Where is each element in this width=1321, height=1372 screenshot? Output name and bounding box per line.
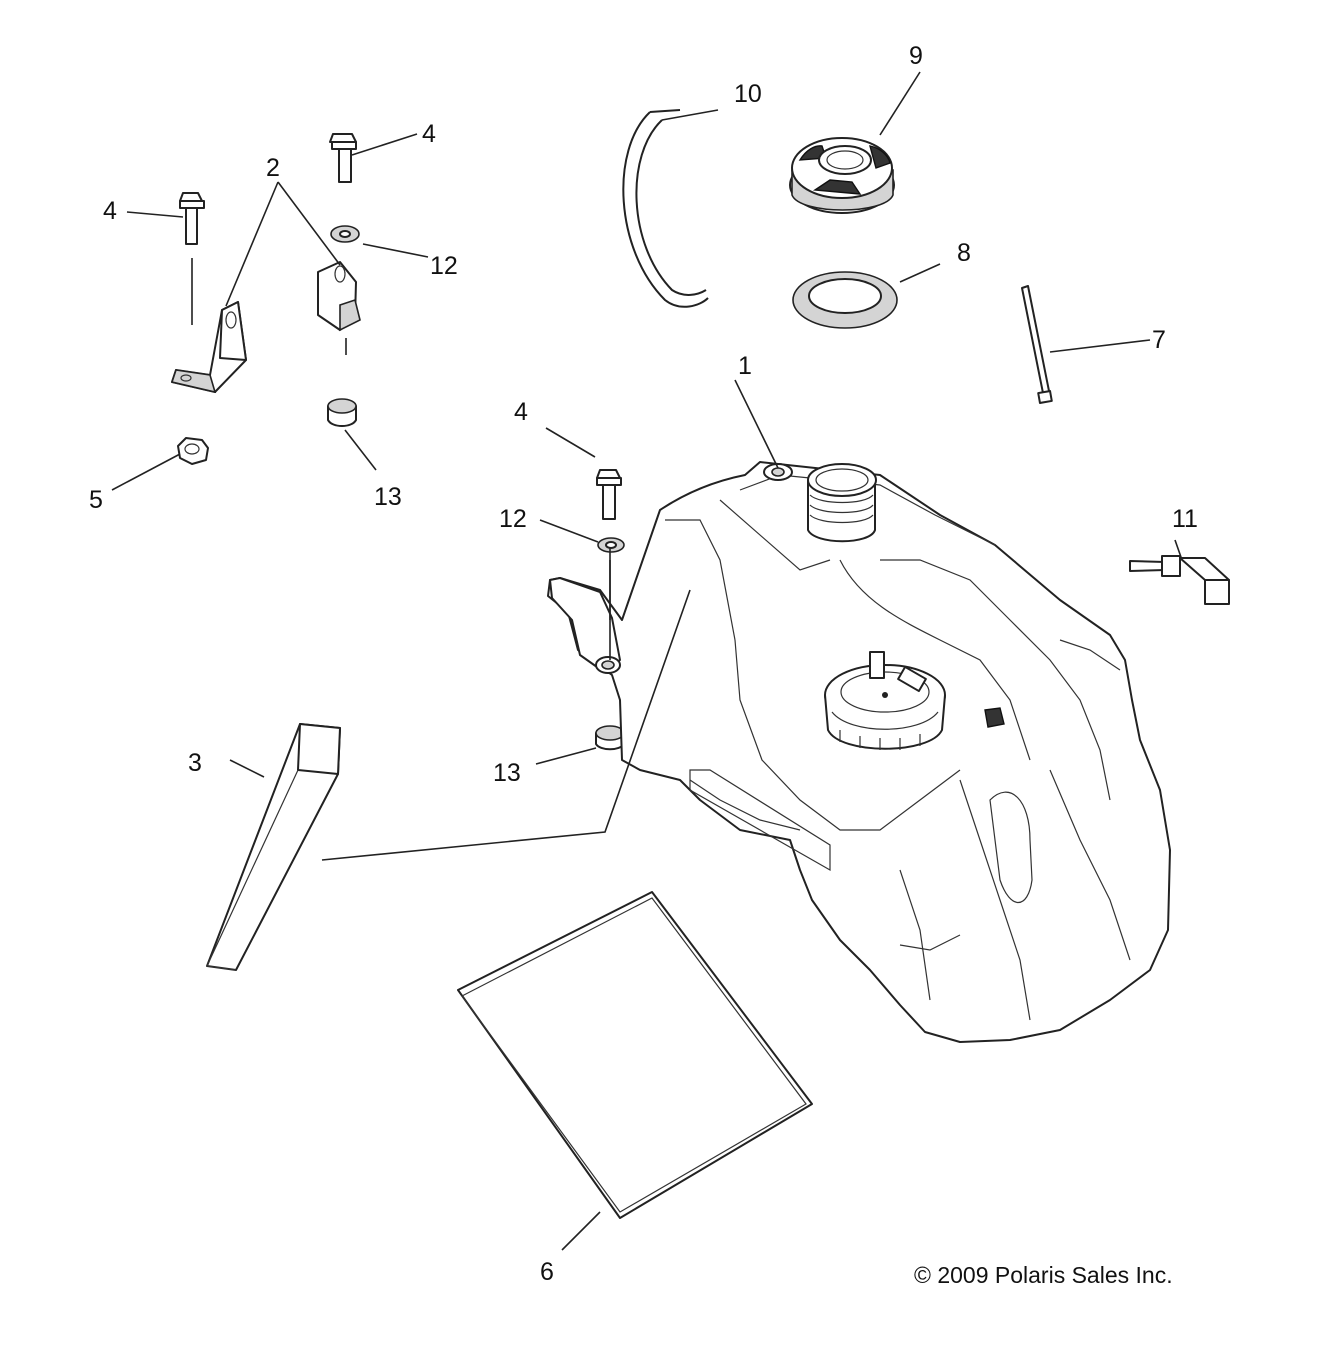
- callout-9: 9: [909, 42, 923, 70]
- callout-6: 6: [540, 1258, 554, 1286]
- cable-tie: [1021, 285, 1053, 404]
- bracket-right: [317, 261, 361, 332]
- grommet-top: [327, 398, 357, 427]
- foam-block: [206, 723, 341, 971]
- bolt-left: [179, 192, 205, 245]
- fuel-cap: [789, 137, 895, 214]
- vent-hose: [622, 109, 709, 308]
- callout-13-top: 13: [374, 483, 402, 511]
- leader-lines: [111, 71, 1183, 1251]
- nut: [177, 437, 209, 465]
- callout-4-left: 4: [103, 197, 117, 225]
- callout-12-center: 12: [499, 505, 527, 533]
- callout-13-center: 13: [493, 759, 521, 787]
- copyright-text: © 2009 Polaris Sales Inc.: [914, 1262, 1173, 1288]
- callout-4-center: 4: [514, 398, 528, 426]
- bracket-left: [170, 301, 247, 394]
- callout-8: 8: [957, 239, 971, 267]
- callout-2: 2: [266, 154, 280, 182]
- callout-3: 3: [188, 749, 202, 777]
- bolt-center: [596, 469, 622, 520]
- pad: [457, 891, 813, 1219]
- callout-1: 1: [738, 352, 752, 380]
- callout-10: 10: [734, 80, 762, 108]
- connector: [1129, 555, 1230, 605]
- seal-ring: [792, 271, 898, 329]
- callout-11: 11: [1172, 505, 1198, 533]
- callout-7: 7: [1152, 326, 1166, 354]
- fuel-tank: [547, 461, 1171, 1043]
- grommet-center: [595, 725, 625, 751]
- callout-5: 5: [89, 486, 103, 514]
- callout-4-top: 4: [422, 120, 436, 148]
- callout-12-top: 12: [430, 252, 458, 280]
- bolt-top: [329, 133, 357, 183]
